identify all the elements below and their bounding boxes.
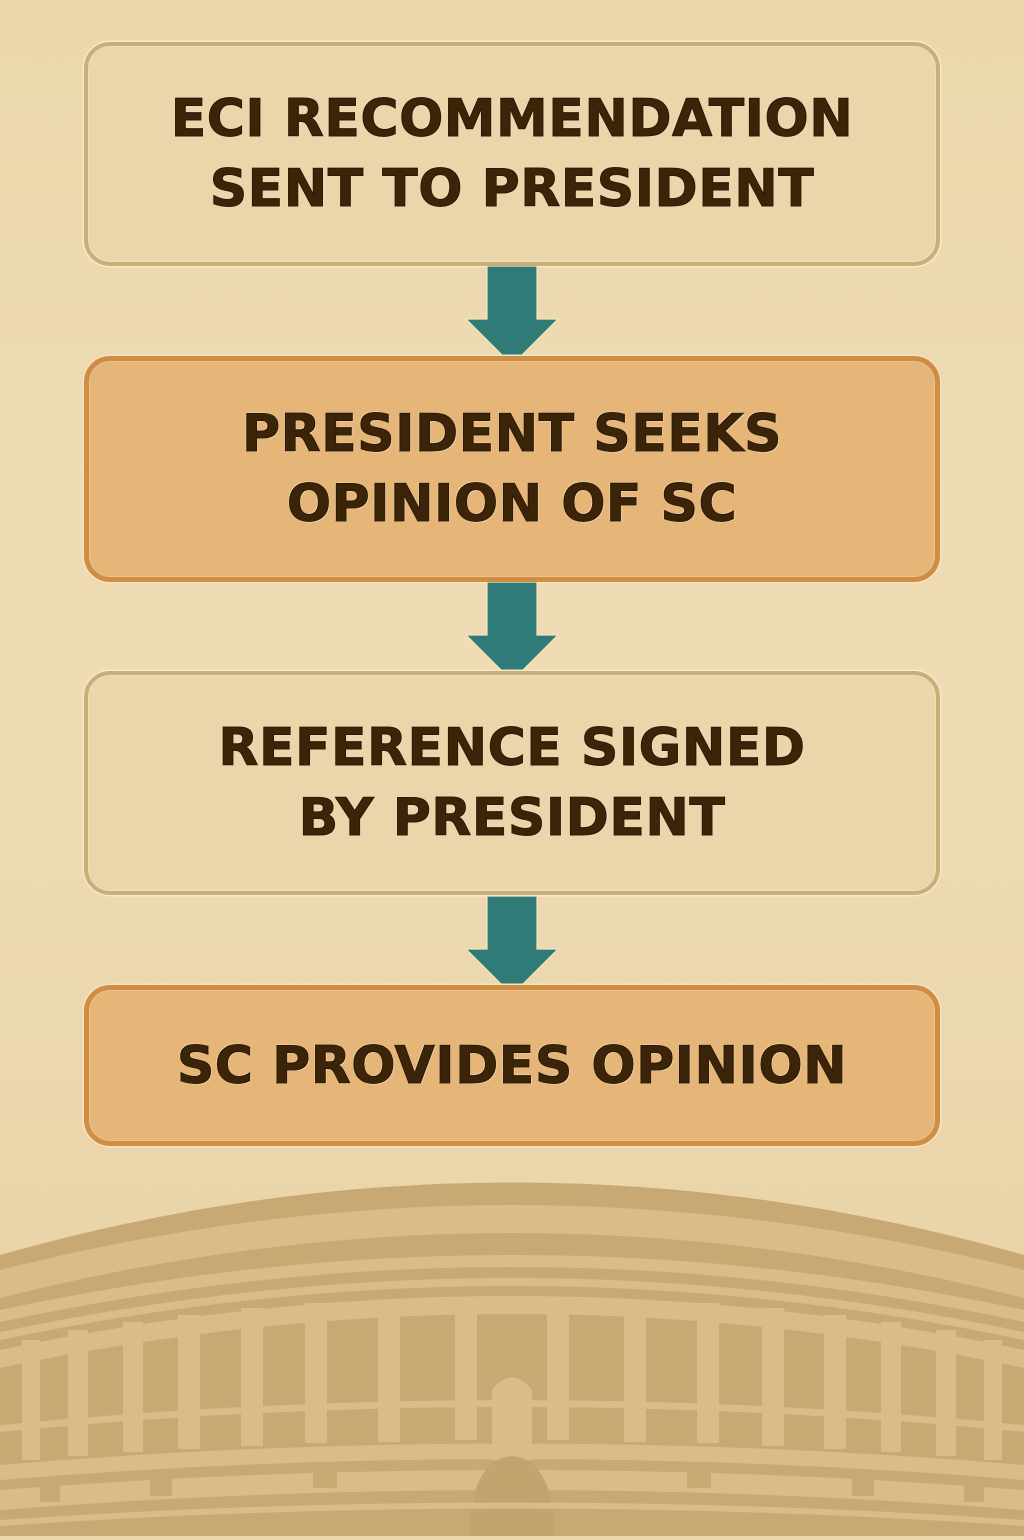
step-2-label: PRESIDENT SEEKS OPINION OF SC bbox=[242, 399, 783, 539]
step-2-line-1: PRESIDENT SEEKS bbox=[242, 404, 783, 465]
step-3-line-2: BY PRESIDENT bbox=[298, 788, 726, 849]
step-1-label: ECI RECOMMENDATION SENT TO PRESIDENT bbox=[170, 84, 854, 224]
step-1-line-1: ECI RECOMMENDATION bbox=[170, 89, 854, 150]
step-3-line-1: REFERENCE SIGNED bbox=[218, 718, 806, 779]
step-1-box: ECI RECOMMENDATION SENT TO PRESIDENT bbox=[84, 42, 940, 266]
step-2-box: PRESIDENT SEEKS OPINION OF SC bbox=[84, 356, 940, 582]
step-4-line-1: SC PROVIDES OPINION bbox=[176, 1035, 848, 1096]
down-arrow-icon bbox=[464, 896, 560, 996]
step-2-line-2: OPINION OF SC bbox=[286, 474, 738, 535]
step-4-box: SC PROVIDES OPINION bbox=[84, 985, 940, 1146]
step-3-label: REFERENCE SIGNED BY PRESIDENT bbox=[218, 713, 806, 853]
down-arrow-icon bbox=[464, 582, 560, 682]
step-3-box: REFERENCE SIGNED BY PRESIDENT bbox=[84, 671, 940, 895]
parliament-building-icon bbox=[0, 1160, 1024, 1536]
step-4-label: SC PROVIDES OPINION bbox=[176, 1031, 848, 1101]
step-1-line-2: SENT TO PRESIDENT bbox=[209, 159, 815, 220]
down-arrow-icon bbox=[464, 266, 560, 366]
